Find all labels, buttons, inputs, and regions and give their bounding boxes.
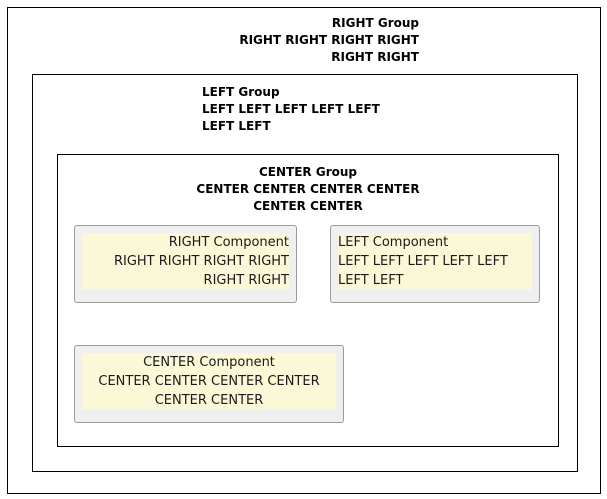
left-component-box[interactable]: LEFT Component LEFT LEFT LEFT LEFT LEFT …: [330, 225, 540, 303]
right-component-text: RIGHT Component RIGHT RIGHT RIGHT RIGHT …: [82, 233, 289, 290]
right-group-header: RIGHT Group RIGHT RIGHT RIGHT RIGHT RIGH…: [239, 16, 419, 64]
center-component-box[interactable]: CENTER Component CENTER CENTER CENTER CE…: [74, 345, 344, 423]
left-component-text: LEFT Component LEFT LEFT LEFT LEFT LEFT …: [338, 233, 532, 290]
center-component-text: CENTER Component CENTER CENTER CENTER CE…: [82, 353, 336, 410]
right-component-box[interactable]: RIGHT Component RIGHT RIGHT RIGHT RIGHT …: [74, 225, 297, 303]
center-group-header: CENTER Group CENTER CENTER CENTER CENTER…: [196, 165, 420, 213]
left-group-header: LEFT Group LEFT LEFT LEFT LEFT LEFT LEFT…: [202, 85, 380, 133]
center-group-container: CENTER Group CENTER CENTER CENTER CENTER…: [57, 154, 559, 447]
left-group-container: LEFT Group LEFT LEFT LEFT LEFT LEFT LEFT…: [32, 74, 578, 472]
right-group-container: RIGHT Group RIGHT RIGHT RIGHT RIGHT RIGH…: [7, 7, 601, 494]
